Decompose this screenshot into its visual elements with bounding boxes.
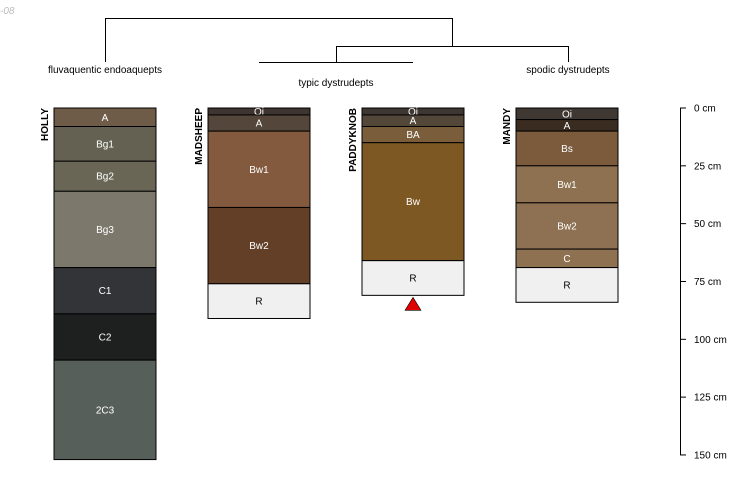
horizon-label: C2	[99, 332, 112, 343]
horizon-label: R	[563, 280, 570, 291]
corner-text: -08	[0, 6, 15, 17]
horizon-label: A	[256, 119, 263, 130]
horizon	[207, 130, 311, 208]
horizon-label: R	[255, 297, 262, 308]
horizon-label: 2C3	[96, 405, 115, 416]
horizon-label: C1	[99, 286, 112, 297]
axis-tick-label: 125 cm	[694, 393, 727, 404]
horizon-label: A	[564, 121, 571, 132]
horizon-label: Bg2	[96, 172, 114, 183]
horizon	[515, 130, 619, 167]
axis-tick-label: 25 cm	[694, 161, 721, 172]
horizon-label: Bw	[406, 197, 421, 208]
horizon-label: Bw1	[557, 180, 577, 191]
horizon	[53, 160, 157, 192]
horizon-label: R	[409, 274, 416, 285]
horizon-label: Oi	[254, 107, 264, 118]
horizon-label: Bw2	[249, 241, 269, 252]
profile-name: MANDY	[502, 108, 513, 145]
taxon-label: typic dystrudepts	[298, 78, 373, 89]
horizon-label: A	[410, 116, 417, 127]
truncation-marker-icon	[404, 296, 422, 311]
taxon-label: fluvaquentic endoaquepts	[48, 65, 162, 76]
axis-tick-label: 50 cm	[694, 219, 721, 230]
axis-tick-label: 75 cm	[694, 277, 721, 288]
horizon-label: C	[563, 254, 570, 265]
horizon	[53, 126, 157, 162]
dendrogram	[105, 18, 569, 63]
horizon-label: Bw1	[249, 165, 269, 176]
horizon-label: BA	[406, 130, 420, 141]
taxon-label: spodic dystrudepts	[526, 65, 609, 76]
profile-name: MADSHEEP	[194, 108, 205, 165]
horizon-label: Bs	[561, 144, 573, 155]
soil-profile-paddyknob: OiA BA BwR PADDYKNOB	[348, 107, 465, 311]
horizon	[361, 142, 465, 262]
horizon	[53, 190, 157, 269]
horizon-label: Bg1	[96, 139, 114, 150]
axis-tick-label: 150 cm	[694, 450, 727, 461]
horizon-label: Bg3	[96, 225, 114, 236]
dendrogram-branch	[336, 46, 569, 62]
horizon	[207, 206, 311, 285]
dendrogram-root	[105, 18, 453, 62]
horizon	[515, 267, 619, 303]
horizon	[515, 202, 619, 250]
horizon	[53, 313, 157, 361]
axis-tick-label: 0 cm	[694, 104, 716, 115]
horizon-label: Oi	[408, 107, 418, 118]
horizon-label: A	[102, 113, 109, 124]
horizon	[361, 260, 465, 296]
horizon	[515, 165, 619, 204]
profile-name: HOLLY	[40, 108, 51, 141]
horizon-label: Bw2	[557, 221, 577, 232]
horizon	[207, 283, 311, 319]
axis-tick-label: 100 cm	[694, 335, 727, 346]
depth-axis: 0 cm 25 cm 50 cm 75 cm 100 cm 125 cm 150 cm	[680, 104, 727, 461]
horizon-label: Oi	[562, 109, 572, 120]
profile-name: PADDYKNOB	[348, 108, 359, 172]
horizon	[53, 359, 157, 461]
